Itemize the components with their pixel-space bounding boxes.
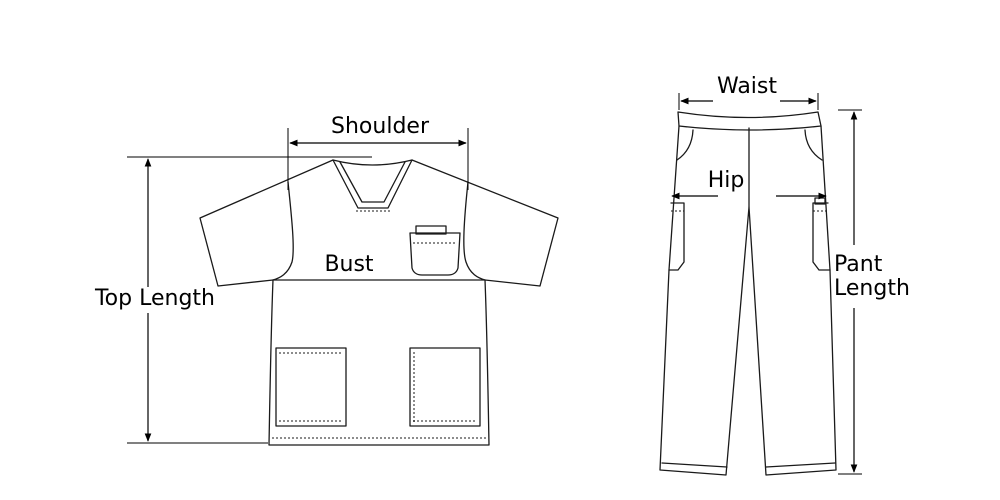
bust-label: Bust bbox=[324, 252, 373, 277]
chest-pocket-pen-slot bbox=[415, 225, 447, 235]
left-cargo-pocket bbox=[668, 202, 685, 271]
right-cargo-pocket bbox=[812, 202, 831, 271]
left-side-pocket bbox=[676, 129, 694, 161]
shoulder-measure bbox=[287, 128, 469, 190]
scrub-top bbox=[199, 159, 559, 446]
scrub-pants bbox=[659, 111, 837, 476]
left-armhole-seam bbox=[272, 181, 294, 281]
v-neck-outer bbox=[332, 159, 413, 209]
top-length-label: Top Length bbox=[94, 286, 215, 311]
hip-label: Hip bbox=[708, 168, 745, 193]
top-length-measure bbox=[127, 156, 372, 444]
right-armhole-seam bbox=[463, 181, 486, 281]
right-side-pocket bbox=[804, 129, 823, 161]
pants-outline bbox=[659, 125, 837, 476]
waist-measure bbox=[678, 93, 819, 110]
waist-label: Waist bbox=[717, 74, 777, 99]
v-neck-inner bbox=[339, 161, 406, 203]
scrub-top-outline bbox=[199, 159, 559, 446]
right-hem bbox=[765, 462, 836, 468]
waistband bbox=[677, 111, 822, 131]
pant-length-measure bbox=[838, 109, 862, 475]
pant-length-label-line2: Length bbox=[834, 276, 910, 301]
left-lower-pocket bbox=[275, 347, 347, 427]
pant-length-label-line1: Pant bbox=[834, 252, 883, 277]
chest-pocket bbox=[409, 232, 461, 276]
right-lower-pocket bbox=[409, 347, 481, 427]
shoulder-label: Shoulder bbox=[331, 114, 430, 139]
left-hem bbox=[661, 462, 728, 468]
